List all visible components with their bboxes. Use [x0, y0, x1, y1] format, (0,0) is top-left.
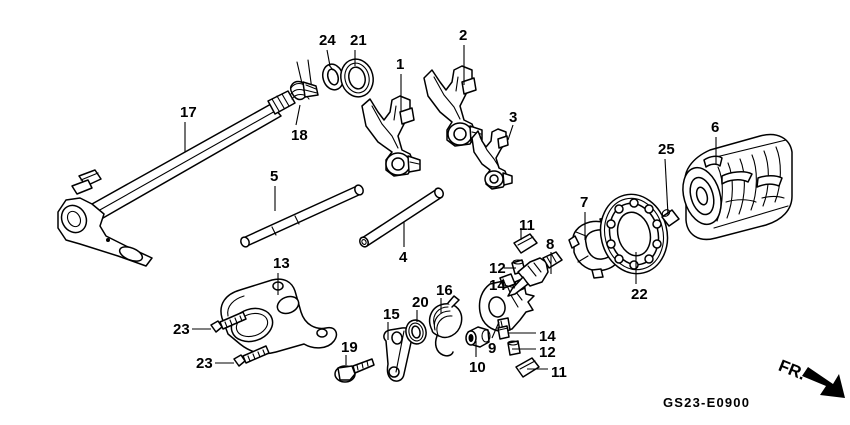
dowel-pin-small-bottom-part	[507, 340, 521, 356]
callout-bracket-bolt-lower[interactable]: 23	[196, 355, 213, 372]
shift-fork-lower-right-part	[471, 128, 513, 190]
shift-fork-right-part	[423, 65, 483, 147]
callout-oil-seal[interactable]: 21	[350, 32, 367, 49]
callout-dowel-pin-small-mid[interactable]: 14	[489, 277, 506, 294]
pivot-collar-part	[465, 326, 491, 348]
leader-line-dowel-pin-small-mid	[503, 284, 516, 289]
drum-dowel-pin-part	[661, 209, 680, 227]
bracket-bolt-upper-part	[210, 311, 247, 333]
callout-circlip[interactable]: 24	[319, 32, 336, 49]
dowel-pin-upper-part	[513, 233, 538, 254]
leader-line-stopper-arm-pivot	[491, 321, 500, 339]
callout-stopper-arm-bolt[interactable]: 19	[341, 339, 358, 356]
callout-gearshift-return-spring[interactable]: 18	[291, 127, 308, 144]
dowel-pin-small-lower-part	[497, 325, 510, 340]
callout-dowel-pin-upper[interactable]: 11	[519, 217, 535, 234]
drum-bearing-part	[599, 193, 669, 275]
diagram-code: GS23-E0900	[663, 395, 751, 410]
leader-line-drum-dowel-pin	[664, 158, 669, 216]
dowel-pin-lower-part	[515, 357, 540, 378]
callout-shift-fork-shaft-short[interactable]: 4	[399, 249, 408, 266]
callout-neutral-switch-bolt[interactable]: 8	[546, 236, 555, 253]
gearshift-spindle-part	[57, 90, 296, 267]
callout-stopper-arm[interactable]: 15	[383, 306, 400, 323]
stopper-arm-spring-part	[428, 295, 463, 357]
shift-fork-shaft-long-part	[240, 184, 364, 248]
callout-pivot-collar[interactable]: 10	[469, 359, 486, 376]
neutral-switch-bolt-part	[507, 251, 563, 297]
bracket-bolt-lower-part	[233, 345, 270, 367]
gearshift-drum-part	[682, 133, 793, 241]
callout-gearshift-spindle[interactable]: 17	[180, 104, 197, 121]
leader-lines	[184, 45, 717, 370]
fr-arrow-icon	[802, 367, 845, 398]
callout-shift-fork-center[interactable]: 1	[396, 56, 405, 73]
callout-gearshift-drum[interactable]: 6	[711, 119, 720, 136]
shift-fork-shaft-short-part	[359, 187, 444, 248]
callout-dowel-pin-small-upper[interactable]: 12	[489, 260, 506, 277]
leader-line-shift-fork-lower-right	[507, 124, 514, 141]
callout-stopper-arm-pivot[interactable]: 9	[488, 340, 497, 357]
callout-shift-fork-right[interactable]: 2	[459, 27, 468, 44]
callout-dowel-pin-lower[interactable]: 11	[551, 364, 567, 381]
leader-line-gearshift-return-spring	[295, 104, 301, 126]
callout-drum-bearing[interactable]: 22	[631, 286, 648, 303]
callout-stopper-arm-washer[interactable]: 20	[412, 294, 429, 311]
callout-shift-drum-bracket[interactable]: 13	[273, 255, 290, 272]
oil-seal-part	[340, 58, 374, 98]
leader-line-circlip	[326, 49, 331, 67]
stopper-arm-washer-part	[405, 319, 427, 345]
stopper-arm-pivot-part	[478, 273, 535, 333]
stopper-arm-bolt-part	[334, 358, 375, 383]
callout-shift-drum-center[interactable]: 7	[580, 194, 589, 211]
callout-stopper-arm-spring[interactable]: 16	[436, 282, 453, 299]
callout-drum-dowel-pin[interactable]: 25	[658, 141, 675, 158]
shift-drum-bracket-part	[220, 278, 338, 355]
stopper-arm-part	[383, 327, 413, 382]
callout-shift-fork-lower-right[interactable]: 3	[509, 109, 518, 126]
callout-dowel-pin-small-lower[interactable]: 14	[539, 328, 556, 345]
shift-fork-center-part	[361, 95, 421, 177]
callout-shift-fork-shaft-long[interactable]: 5	[270, 168, 279, 185]
callout-dowel-pin-small-bottom[interactable]: 12	[539, 344, 556, 361]
callout-bracket-bolt-upper[interactable]: 23	[173, 321, 190, 338]
gearshift-return-spring-part	[289, 59, 319, 101]
